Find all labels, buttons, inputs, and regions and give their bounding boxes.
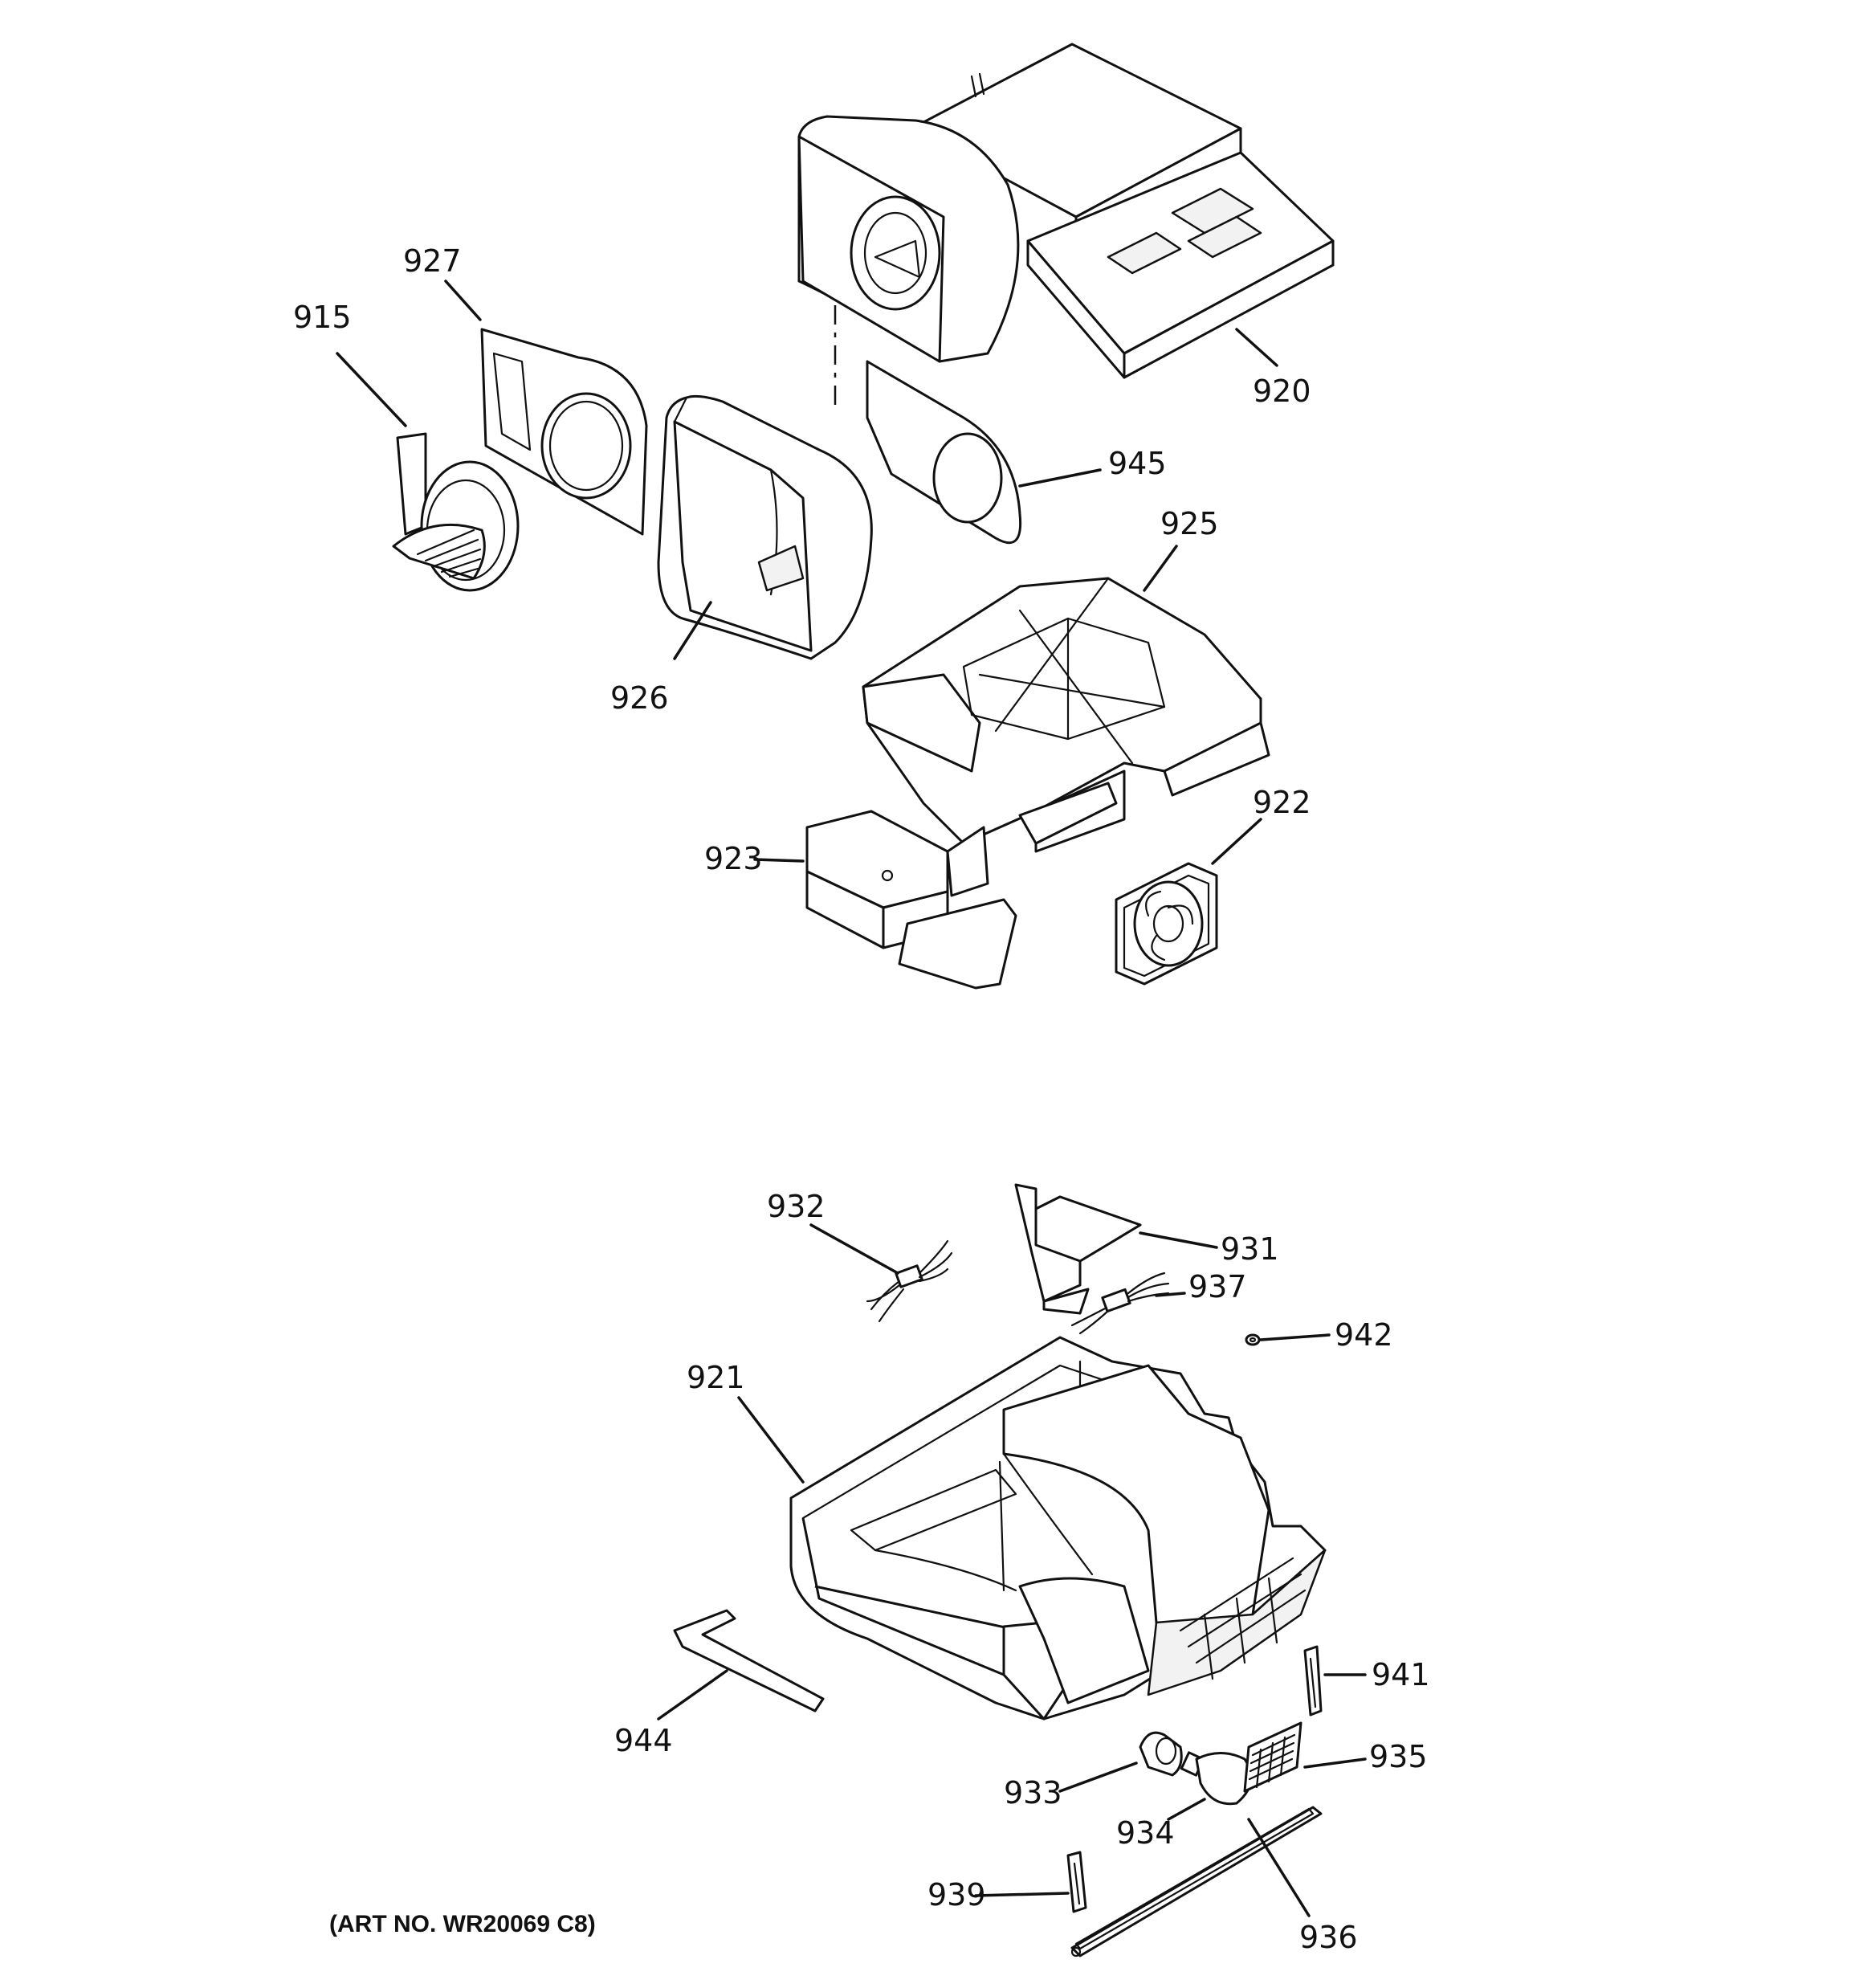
part-927-gasket bbox=[480, 328, 648, 536]
part-915-fan-grille bbox=[392, 432, 520, 592]
callout-945: 945 bbox=[1108, 446, 1167, 481]
callout-920: 920 bbox=[1253, 374, 1311, 409]
callout-labels: 915 927 920 945 925 926 922 923 932 931 … bbox=[293, 243, 1430, 1955]
part-921-housing bbox=[789, 1336, 1327, 1721]
part-922-fan bbox=[1115, 862, 1218, 986]
part-944-strip bbox=[673, 1609, 825, 1712]
callout-915: 915 bbox=[293, 300, 352, 335]
part-923-module bbox=[805, 810, 1017, 990]
callout-939: 939 bbox=[927, 1877, 986, 1912]
part-932-harness bbox=[866, 1239, 953, 1323]
callout-925: 925 bbox=[1160, 506, 1219, 541]
callout-927: 927 bbox=[403, 243, 462, 279]
part-945-gasket bbox=[866, 360, 1022, 545]
part-942-grommet bbox=[1245, 1333, 1261, 1346]
leader-lines bbox=[336, 280, 1367, 1917]
part-935-cover bbox=[1243, 1721, 1302, 1793]
callout-941: 941 bbox=[1372, 1657, 1430, 1692]
callout-926: 926 bbox=[610, 680, 669, 716]
callout-922: 922 bbox=[1253, 785, 1311, 820]
callout-942: 942 bbox=[1335, 1317, 1393, 1353]
part-920-housing bbox=[797, 43, 1335, 379]
callout-931: 931 bbox=[1221, 1231, 1279, 1267]
part-931-bracket bbox=[1014, 1183, 1142, 1315]
callout-934: 934 bbox=[1116, 1815, 1175, 1851]
part-936-trim bbox=[1070, 1806, 1323, 1957]
part-926-duct bbox=[657, 394, 873, 660]
callout-933: 933 bbox=[1004, 1775, 1062, 1810]
art-number: (ART NO. WR20069 C8) bbox=[329, 1911, 596, 1937]
callout-936: 936 bbox=[1299, 1920, 1358, 1955]
callout-921: 921 bbox=[687, 1360, 745, 1395]
part-925-base bbox=[862, 577, 1270, 853]
callout-935: 935 bbox=[1369, 1739, 1428, 1774]
part-941-clip bbox=[1303, 1645, 1323, 1717]
part-937-harness bbox=[1070, 1272, 1170, 1335]
callout-944: 944 bbox=[614, 1723, 673, 1758]
callout-932: 932 bbox=[767, 1189, 826, 1224]
callout-937: 937 bbox=[1188, 1269, 1247, 1304]
callout-923: 923 bbox=[704, 841, 763, 876]
part-934-bulb bbox=[1180, 1751, 1253, 1806]
part-933-socket bbox=[1139, 1731, 1183, 1777]
part-939-clip bbox=[1066, 1851, 1087, 1913]
